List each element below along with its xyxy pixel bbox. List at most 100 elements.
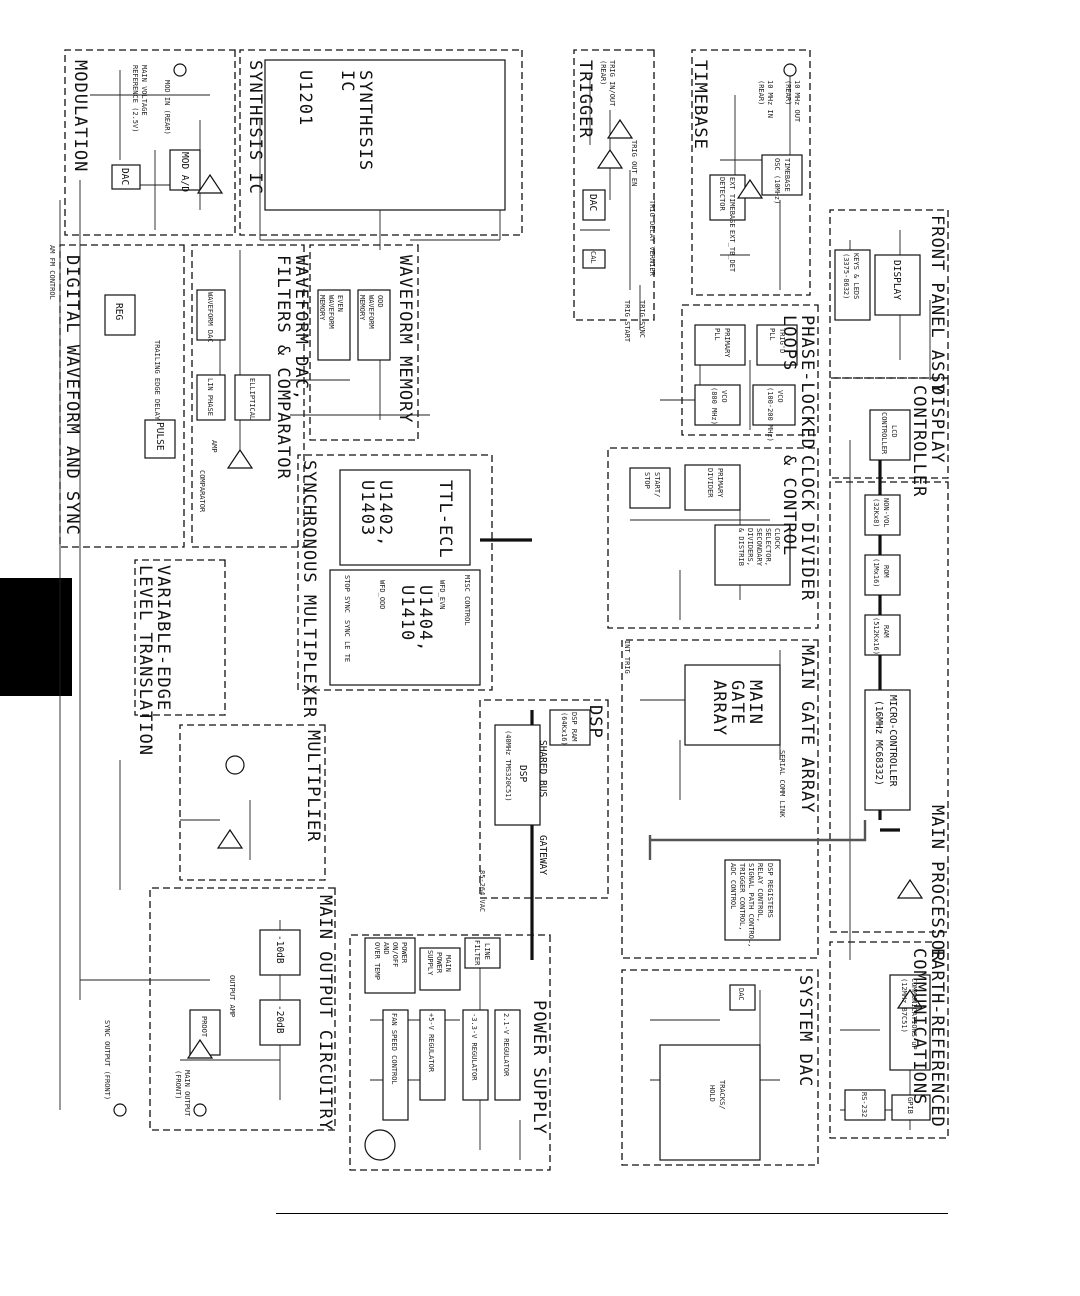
block-even-mem [317,289,351,361]
label-line-filter: LINE [483,943,491,960]
label-synth-1: SYNTHESIS [355,70,375,171]
title-main-gate: MAIN GATE ARRAY [797,645,817,814]
label-mains: 85-264 VAC [478,870,486,912]
label-amp: AMP [210,440,218,453]
block-gpib [891,1094,931,1121]
label-mcu: MICRO-CONTROLLER [887,695,898,787]
label-att20: -20dB [274,1005,285,1034]
block-linphase [196,374,226,421]
section-var-edge [134,559,226,716]
label-sync-le: SYNC LE TE [343,620,351,662]
label-rom: ROM [882,565,890,578]
label-serial-comm: SERIAL COMM LINK [778,750,786,818]
title-clock-div-2: & CONTROL [779,455,799,556]
title-earth-ref-2: COMMUNICATIONS [909,948,929,1105]
label-synth-2: IC [337,70,357,92]
block-rom [864,554,901,596]
label-clk-sel-4: DIVIDERS, [746,528,754,566]
label-vco1: VCO [720,390,728,403]
label-tb-in-2: (REAR) [757,80,765,105]
label-proot: PROOT [200,1016,208,1038]
block-att20 [259,999,301,1046]
label-nvram-2: (32Kx8) [872,498,880,528]
label-elliptical: ELLIPTICAL [248,378,256,420]
block-ttl-ecl [339,469,471,566]
title-system-dac: SYSTEM DAC [795,975,815,1087]
title-digital-waveform: DIGITAL WAVEFORM AND SYNC [62,255,82,536]
block-keys [834,249,871,321]
label-dsp-chip-2: (40MHz TMS320C51) [504,730,512,802]
block-mod-ad [169,149,201,191]
label-primary-pll-2: PLL [713,328,721,341]
label-keys-2: (3375-8632) [842,253,850,299]
block-trackhold [659,1044,761,1161]
label-trig-io: TRIG IN/OUT [608,60,616,107]
section-waveform-dac [191,244,305,548]
block-mcu [864,689,911,811]
fan-icon [364,1129,396,1161]
label-mcu-2: (16MHz MC68332) [873,700,884,786]
label-tb-det: EXT TIMEBASE [728,177,736,228]
block-lcd [869,409,911,461]
label-odd-mem-3: MEMORY [358,295,366,321]
label-tb-det-2: DETECTOR [718,177,726,212]
label-u1410: U1410 [397,585,417,641]
label-att10: -10dB [274,935,285,964]
section-dsp [479,699,609,899]
title-wfm-dac-2: FILTERS & COMPARATOR [273,255,293,480]
label-pulse: PULSE [154,422,165,451]
connector-main-out-icon [193,1103,207,1117]
section-timebase [691,49,811,296]
label-trig-pll: TRIG'D [778,328,786,353]
label-wfd-odd: WFD_ODD [378,580,386,610]
block-rs232 [844,1089,886,1121]
label-main-ps-2: POWER [435,952,443,974]
label-main-output: MAIN OUTPUT [183,1070,191,1117]
bus-shared [648,820,867,860]
section-main-output [149,887,336,1131]
block-display [874,254,921,316]
block-trig-cal [582,249,606,269]
block-reg21 [494,1009,521,1101]
label-trig-dac: DAC [587,194,598,211]
label-mod-dac: DAC [119,168,130,185]
label-main-output-2: (FRONT) [174,1070,182,1100]
label-tb-out: 10 MHz OUT [793,80,801,123]
label-vco2-b: (100-200 MHz) [766,387,774,442]
block-reg [104,294,136,336]
block-mod-dac [111,164,141,190]
title-wfm-memory: WAVEFORM MEMORY [395,255,415,424]
label-dsp-chip: DSP [517,765,528,782]
label-misc-ctrl: MISC CONTROL [463,575,471,626]
label-comm-up: COMMUNICATIONS uP [910,978,918,1050]
label-gpib: GPIB [906,1097,914,1114]
label-clk-sel-5: & DISTRIB [737,528,745,566]
label-am-fm: AM FM CONTROL [48,245,56,300]
block-clk-sel [714,524,791,586]
label-stop-sync: STOP SYNC [343,575,351,613]
label-even-mem-3: MEMORY [318,295,326,321]
section-waveform-memory [309,244,419,441]
label-reg5: +5-V REGULATOR [427,1013,435,1073]
label-main-ps-3: SUPPLY [426,950,434,976]
label-rom-2: (1Mx16) [872,558,880,588]
label-clk-sel-3: SECONDARY [755,528,763,567]
label-trig-start: TRIG START [623,300,631,343]
title-main-output: MAIN OUTPUT CIRCUITRY [315,895,335,1131]
label-primary-div-2: DIVIDER [706,468,714,498]
label-vco1-b: (800 MHz) [710,387,718,425]
title-pll: PHASE-LOCKED [797,315,817,450]
title-multiplier: MULTIPLIER [303,730,323,842]
title-modulation: MODULATION [70,60,90,172]
block-tb-osc [761,154,803,196]
block-comm-up [889,974,931,1071]
section-main-gate [621,639,819,959]
section-system-dac [621,969,819,1166]
label-line-filter-2: FILTER [473,940,481,966]
title-pll-2: LOOPS [779,315,799,371]
label-even-mem-2: WAVEFORM [327,295,335,329]
wires-timebase [720,70,791,290]
label-u1403: U1403 [357,480,377,536]
block-wdac [196,289,226,341]
label-ttl-ecl: TTL-ECL [435,480,455,559]
